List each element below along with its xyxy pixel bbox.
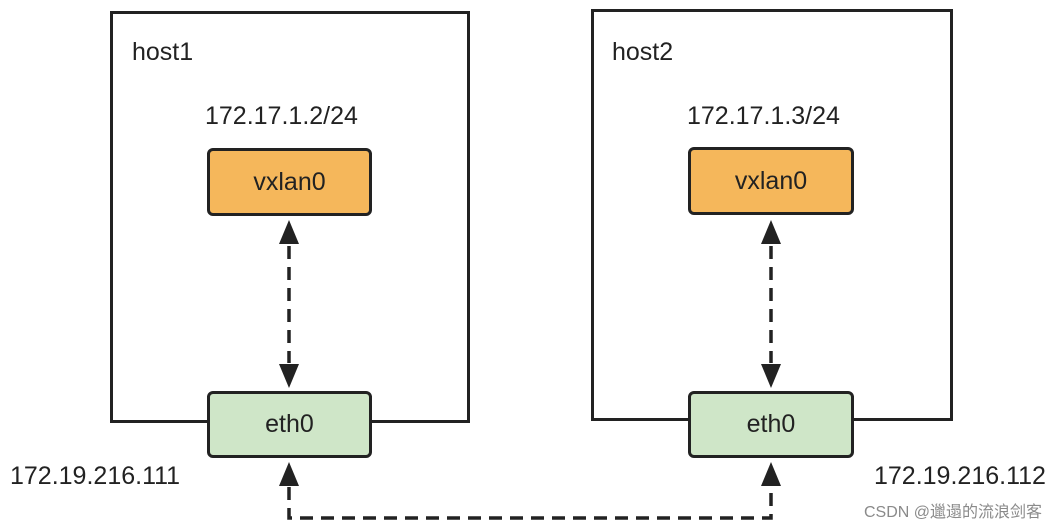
- host2-label: host2: [612, 38, 674, 66]
- host1-box: [110, 11, 470, 423]
- host1-label: host1: [132, 38, 194, 66]
- underlay-link-arrow: [279, 462, 781, 520]
- host1-eth-interface: eth0: [207, 391, 372, 458]
- host2-vxlan-ip: 172.17.1.3/24: [687, 102, 840, 130]
- host2-vxlan-interface: vxlan0: [688, 147, 854, 215]
- host1-eth-ip: 172.19.216.111: [10, 462, 181, 490]
- host1-vxlan-interface: vxlan0: [207, 148, 372, 216]
- host1-vxlan-name: vxlan0: [253, 167, 326, 196]
- watermark: CSDN @邋遢的流浪剑客: [863, 504, 1042, 521]
- host2-vxlan-name: vxlan0: [734, 166, 808, 195]
- host2-eth-interface: eth0: [688, 391, 854, 458]
- host2-eth-name: eth0: [746, 410, 796, 438]
- host1-eth-name: eth0: [265, 410, 314, 438]
- host2-eth-ip: 172.19.216.112: [874, 462, 1046, 490]
- host2-box: [591, 9, 953, 421]
- host1-vxlan-ip: 172.17.1.2/24: [205, 102, 358, 130]
